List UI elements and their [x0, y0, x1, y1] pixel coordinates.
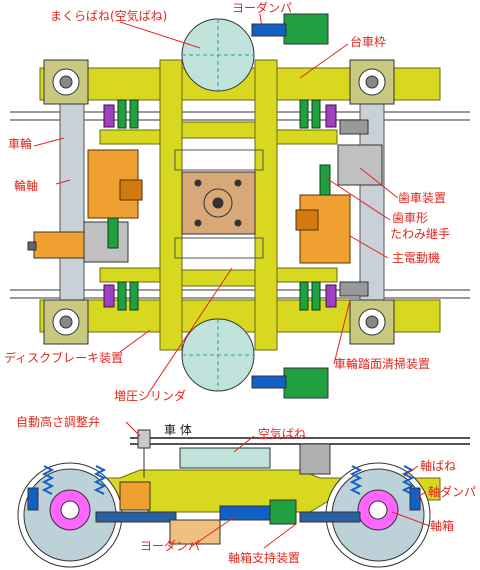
- label-jiku-damper: 軸ダンパ: [428, 484, 476, 499]
- label-yaw-damper-bottom: ヨーダンパ: [140, 538, 200, 553]
- label-yaw-damper-top: ヨーダンパ: [232, 0, 292, 15]
- label-haguruma-souchi: 歯車装置: [398, 191, 446, 205]
- yaw-dampers-plan: [251, 13, 329, 399]
- side-view: [17, 429, 470, 568]
- label-disc-brake: ディスクブレーキ装置: [4, 350, 123, 365]
- label-haguruma-tsugite-1: 歯車形: [392, 211, 428, 225]
- label-jidou-takasa: 自動高さ調整弁: [16, 414, 100, 429]
- axle-support-side: [95, 511, 361, 545]
- disc-brakes-plan: [103, 104, 337, 308]
- motors-plan: [87, 149, 351, 264]
- labels: まくらばね(空気ばね) ヨーダンパ 台車枠 車輪 輪軸 歯車装置 歯車形 たわみ…: [4, 0, 476, 565]
- plan-view: [10, 13, 470, 399]
- label-kuuki-bane: 空気ばね: [258, 426, 306, 441]
- axle-boxes-side: [49, 489, 399, 531]
- axle-boxes-plan: [43, 59, 395, 345]
- label-jiku: 輪軸: [14, 178, 38, 193]
- tread-cleaner-plan: [339, 119, 369, 297]
- label-sharin: 車輪: [8, 136, 32, 151]
- label-daisha-waku: 台車枠: [350, 34, 386, 49]
- yaw-damper-side: [219, 499, 297, 525]
- label-jikubako: 軸箱: [430, 518, 454, 533]
- label-shatai: 車 体: [164, 423, 192, 437]
- height-valve-side: [137, 429, 151, 478]
- booster-cylinder-plan: [27, 231, 85, 259]
- label-makura-bane: まくらばね(空気ばね): [50, 8, 167, 23]
- rails: [10, 111, 470, 299]
- label-jikubako-shiji: 軸箱支持装置: [228, 550, 300, 565]
- air-springs-plan: [181, 18, 255, 392]
- leader-lines: [33, 13, 431, 549]
- label-tomen-seisou: 車輪踏面清掃装置: [334, 356, 430, 371]
- air-spring-side: [179, 447, 271, 469]
- label-shu-dendouki: 主電動機: [392, 250, 440, 265]
- label-zoatsu-cylinder: 増圧シリンダ: [114, 388, 186, 403]
- axle-dampers-side: [27, 487, 421, 511]
- label-jiku-bane: 軸ばね: [420, 459, 456, 473]
- motor-side: [119, 481, 151, 511]
- right-support-side: [299, 443, 331, 475]
- center-pivot: [174, 149, 264, 259]
- couplings-plan: [107, 99, 331, 311]
- label-haguruma-tsugite-2: たわみ継手: [390, 226, 450, 241]
